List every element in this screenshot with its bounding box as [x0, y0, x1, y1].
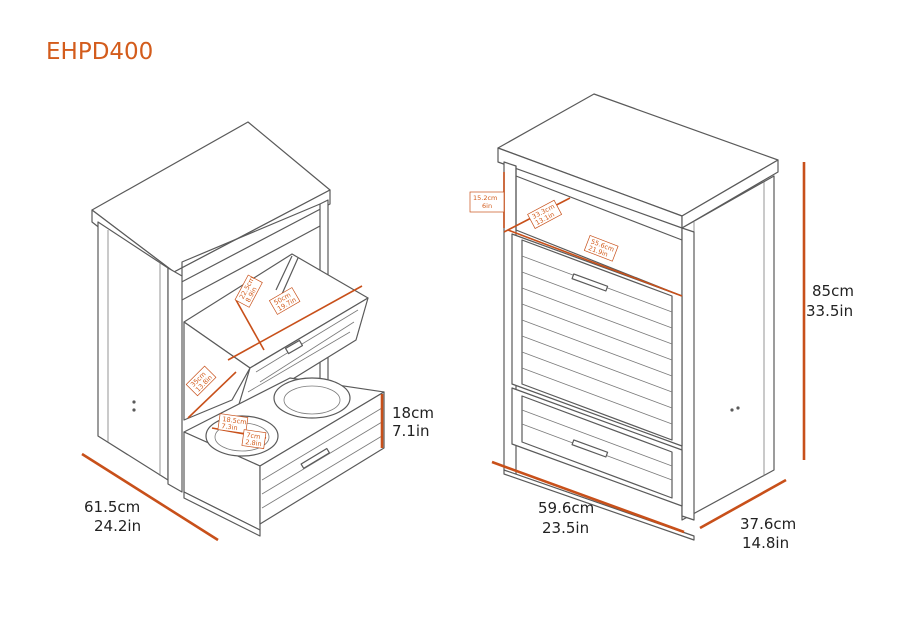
label-7cm: 7cm: [246, 431, 261, 441]
right-width-cm: 59.6cm: [538, 499, 594, 517]
left-height-in: 7.1in: [392, 422, 430, 440]
right-depth-in: 14.8in: [742, 534, 789, 552]
right-depth-cm: 37.6cm: [740, 515, 796, 533]
left-height-cm: 18cm: [392, 404, 434, 422]
right-height-in: 33.5in: [806, 302, 853, 320]
label-7-3in: 7.3in: [221, 422, 238, 432]
right-width-in: 23.5in: [542, 519, 589, 537]
left-depth-cm: 61.5cm: [84, 498, 140, 516]
left-cabinet-drawing: [91, 121, 385, 537]
label-6in: 6in: [482, 202, 492, 210]
product-model-title: EHPD400: [46, 39, 153, 65]
right-height-cm: 85cm: [812, 282, 854, 300]
label-2-8in: 2.8in: [245, 438, 262, 448]
label-18-5cm: 18.5cm: [222, 415, 247, 426]
label-15-2cm: 15.2cm: [473, 194, 497, 202]
right-mini-labels: 15.2cm 6in 33.3cm 13.1in 55.6cm 21.9in: [469, 191, 619, 262]
right-dimensions: [491, 162, 806, 534]
right-cabinet-drawing: [497, 93, 779, 541]
left-depth-in: 24.2in: [94, 517, 141, 535]
left-mini-labels: 22.5cm 8.9in 50cm 19.7in 35cm 13.8in 18.…: [185, 274, 301, 449]
